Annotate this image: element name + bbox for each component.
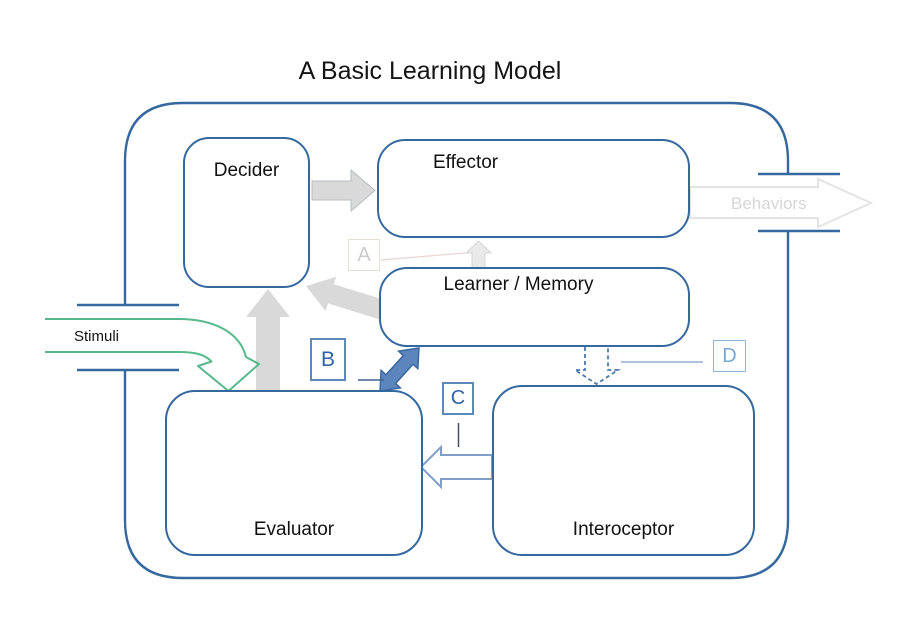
diagram-title: A Basic Learning Model bbox=[298, 57, 562, 85]
callout-c: C bbox=[442, 382, 474, 415]
system-boundary bbox=[123, 101, 790, 580]
interoceptor-box: Interoceptor bbox=[492, 385, 755, 556]
arrow-learner-evaluator-bidirectional bbox=[379, 347, 420, 392]
interoceptor-label: Interoceptor bbox=[572, 519, 675, 540]
effector-box: Effector bbox=[377, 139, 690, 238]
callout-d: D bbox=[713, 340, 746, 372]
stimuli-arrow bbox=[45, 318, 260, 392]
decider-box: Decider bbox=[183, 137, 310, 288]
behaviors-label: Behaviors bbox=[731, 194, 807, 213]
arrow-decider-to-effector bbox=[311, 168, 376, 213]
arrow-interoceptor-to-evaluator bbox=[419, 444, 493, 490]
label-a-connector bbox=[380, 252, 466, 261]
learner-memory-box: Learner / Memory bbox=[379, 267, 690, 347]
callout-a: A bbox=[348, 239, 380, 271]
arrow-learner-to-effector bbox=[464, 240, 493, 269]
stimuli-label: Stimuli bbox=[74, 328, 120, 345]
stimuli-passthrough-caps bbox=[77, 303, 179, 372]
evaluator-box: Evaluator bbox=[165, 390, 423, 556]
decider-label: Decider bbox=[213, 160, 280, 181]
learner-memory-label: Learner / Memory bbox=[443, 274, 594, 295]
behaviors-arrow bbox=[689, 177, 874, 229]
callout-b: B bbox=[310, 338, 346, 381]
effector-label: Effector bbox=[433, 152, 499, 173]
arrow-learner-to-interoceptor-dashed bbox=[571, 347, 622, 386]
behaviors-passthrough-caps bbox=[758, 172, 840, 233]
evaluator-label: Evaluator bbox=[253, 519, 335, 540]
arrow-learner-to-decider bbox=[306, 276, 396, 323]
arrow-evaluator-to-decider bbox=[246, 289, 290, 390]
